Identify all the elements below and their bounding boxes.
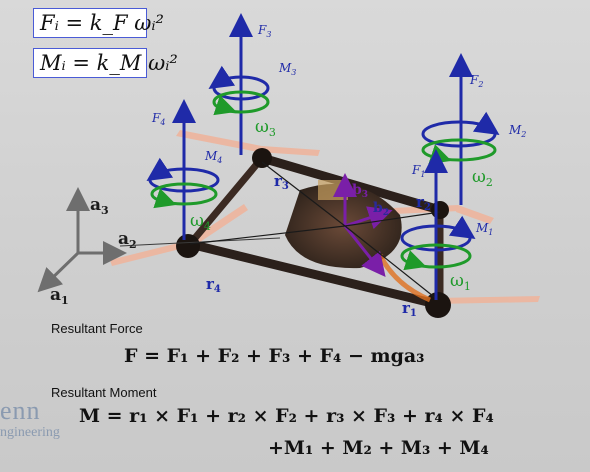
resultant-force-label: Resultant Force <box>51 321 143 336</box>
rotor-2: F2 M2 ω2 <box>421 53 526 205</box>
rotor-1: F1 M1 ω1 <box>400 149 493 300</box>
resultant-moment-equation-line1: M = r₁ × F₁ + r₂ × F₂ + r₃ × F₃ + r₄ × F… <box>79 405 494 427</box>
svg-text:F1: F1 <box>411 163 425 179</box>
svg-text:M3: M3 <box>278 61 296 77</box>
omega-ring-2 <box>421 138 497 162</box>
svg-text:M4: M4 <box>204 149 222 165</box>
svg-text:ω4: ω4 <box>190 211 211 233</box>
force-law-text: Fᵢ = k_F ωᵢ² <box>40 11 164 35</box>
logo-line2: ngineering <box>0 425 60 440</box>
axis-a1-label: a1 <box>50 285 69 307</box>
b2-label: b2 <box>373 200 389 218</box>
r4-label: r4 <box>206 275 221 295</box>
moment-law-text: Mᵢ = k_M ωᵢ² <box>40 51 178 75</box>
svg-text:F3: F3 <box>257 23 271 39</box>
axis-a2-label: a2 <box>118 229 137 251</box>
rotor-3: F3 M3 ω3 <box>208 13 296 155</box>
logo: enn ngineering <box>0 398 60 440</box>
svg-text:ω1: ω1 <box>450 271 471 293</box>
r2-label: r2 <box>416 193 431 213</box>
force-law-box: Fᵢ = k_F ωᵢ² <box>33 8 164 39</box>
svg-text:M1: M1 <box>475 221 493 237</box>
rotor-4: F4 M4 ω4 <box>146 99 222 240</box>
svg-text:M2: M2 <box>508 123 526 139</box>
svg-text:ω3: ω3 <box>255 117 276 139</box>
svg-text:ω2: ω2 <box>472 167 493 189</box>
logo-line1: enn <box>0 396 41 425</box>
moment-law-box: Mᵢ = k_M ωᵢ² <box>33 48 178 79</box>
world-frame: a3 a2 a1 <box>37 187 137 307</box>
svg-text:F2: F2 <box>469 73 483 89</box>
omega-ring-4 <box>150 182 218 206</box>
resultant-moment-equation-line2: +M₁ + M₂ + M₃ + M₄ <box>268 437 489 459</box>
svg-text:F4: F4 <box>151 111 165 127</box>
r1-label: r1 <box>402 299 417 319</box>
b3-label: b3 <box>352 182 368 200</box>
resultant-force-equation: F = F₁ + F₂ + F₃ + F₄ − mga₃ <box>124 345 425 367</box>
position-vectors <box>189 161 441 301</box>
quadrotor-frame <box>176 148 451 318</box>
connector-line <box>119 237 281 247</box>
body-frame: b3 b2 <box>333 173 393 278</box>
r3-label: r3 <box>274 172 289 192</box>
axis-a3-label: a3 <box>90 195 109 217</box>
omega-ring-1 <box>400 243 472 269</box>
resultant-moment-label: Resultant Moment <box>51 385 157 400</box>
